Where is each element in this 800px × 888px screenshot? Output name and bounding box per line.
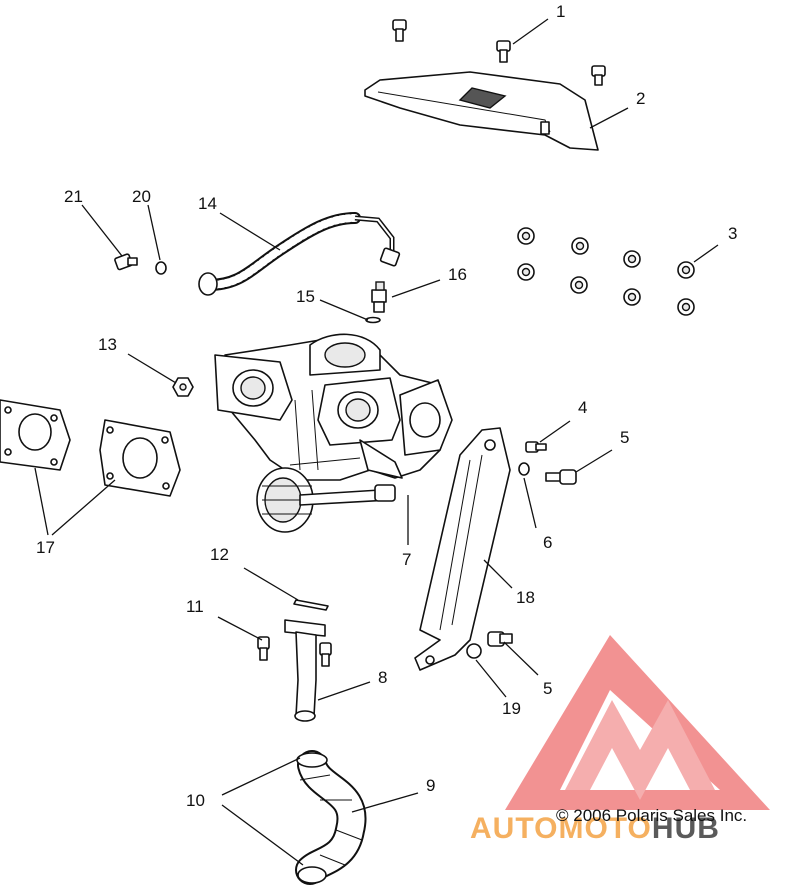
label-part-1: 1 bbox=[556, 2, 565, 21]
label-part-5-lower: 5 bbox=[543, 679, 552, 698]
label-part-20: 20 bbox=[132, 187, 151, 206]
part-17-gaskets bbox=[0, 399, 181, 497]
part-5-bolt-upper bbox=[545, 469, 577, 485]
label-part-12: 12 bbox=[210, 545, 229, 564]
watermark-m-icon bbox=[565, 700, 715, 800]
part-3-nuts bbox=[517, 227, 695, 316]
part-7-turbocharger bbox=[214, 333, 453, 533]
leader-lines bbox=[34, 18, 719, 866]
part-12-gasket bbox=[293, 599, 329, 611]
label-part-11: 11 bbox=[186, 597, 204, 616]
part-10-clamps bbox=[296, 752, 328, 884]
watermark-text-moto: MOTO bbox=[558, 812, 651, 845]
watermark-text-hub: HUB bbox=[652, 812, 720, 845]
part-number-labels: 1 2 3 4 5 6 7 8 9 10 11 12 13 14 15 16 1… bbox=[36, 2, 737, 810]
watermark-text: AUTOMOTOHUB bbox=[470, 812, 720, 845]
label-part-5: 5 bbox=[620, 428, 629, 447]
label-part-3: 3 bbox=[728, 224, 737, 243]
label-part-2: 2 bbox=[636, 89, 645, 108]
part-6-washer bbox=[518, 462, 530, 476]
label-part-14: 14 bbox=[198, 194, 217, 213]
label-part-17: 17 bbox=[36, 538, 55, 557]
part-15-washer bbox=[365, 316, 381, 324]
part-1-bolts bbox=[392, 19, 606, 86]
part-20-washer bbox=[155, 261, 167, 275]
label-part-16: 16 bbox=[448, 265, 467, 284]
watermark-text-auto: AUTO bbox=[470, 812, 558, 845]
label-part-8: 8 bbox=[378, 668, 387, 687]
label-part-10: 10 bbox=[186, 791, 205, 810]
part-13-nut bbox=[172, 377, 194, 397]
label-part-19: 19 bbox=[502, 699, 521, 718]
copyright-notice: © 2006 Polaris Sales Inc. bbox=[556, 806, 747, 825]
part-9-hose bbox=[295, 750, 367, 885]
label-part-21: 21 bbox=[64, 187, 83, 206]
part-14-oil-line bbox=[198, 212, 401, 296]
part-21-banjo-bolt bbox=[114, 253, 138, 271]
part-4-bolt bbox=[525, 441, 547, 453]
part-16-fitting bbox=[371, 281, 387, 313]
label-part-15: 15 bbox=[296, 287, 315, 306]
svg-text:AUTOMOTOHUB: AUTOMOTOHUB bbox=[470, 812, 720, 845]
watermark-logo bbox=[505, 635, 770, 810]
part-19-washer bbox=[466, 643, 482, 659]
part-11-bolts bbox=[257, 636, 332, 667]
label-part-6: 6 bbox=[543, 533, 552, 552]
label-part-7: 7 bbox=[402, 550, 411, 569]
label-part-13: 13 bbox=[98, 335, 117, 354]
label-part-18: 18 bbox=[516, 588, 535, 607]
part-5-bolt-lower bbox=[487, 631, 513, 647]
part-8-oil-return-tube bbox=[284, 619, 326, 722]
label-part-4: 4 bbox=[578, 398, 587, 417]
label-part-9: 9 bbox=[426, 776, 435, 795]
part-2-heat-shield bbox=[364, 71, 599, 151]
watermark-triangle-icon bbox=[505, 635, 770, 810]
part-18-bracket bbox=[414, 427, 511, 671]
